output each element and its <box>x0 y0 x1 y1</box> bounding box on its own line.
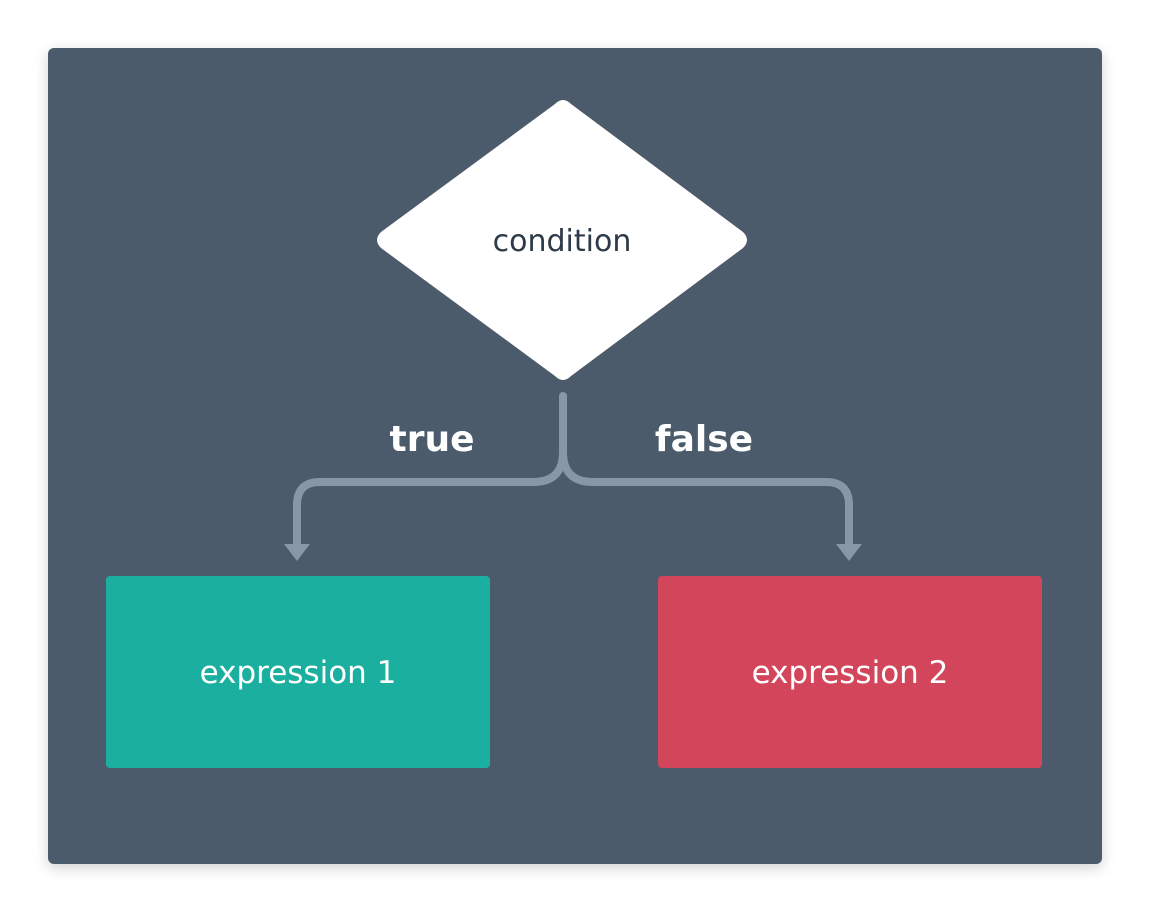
expression2-label: expression 2 <box>752 655 949 691</box>
arrowhead-false <box>836 544 862 561</box>
arrowhead-true <box>284 544 310 561</box>
connectors <box>284 392 862 561</box>
expression1-box <box>106 576 490 768</box>
expression1-node: expression 1 <box>106 576 490 768</box>
connector-false-branch <box>559 448 853 552</box>
expression1-label: expression 1 <box>200 655 397 691</box>
condition-label: condition <box>493 224 632 259</box>
expression2-node: expression 2 <box>658 576 1042 768</box>
condition-node: condition <box>377 100 747 380</box>
true-branch-label: true <box>389 419 474 460</box>
false-branch-label: false <box>655 419 753 460</box>
condition-diamond <box>377 100 747 380</box>
expression2-box <box>658 576 1042 768</box>
